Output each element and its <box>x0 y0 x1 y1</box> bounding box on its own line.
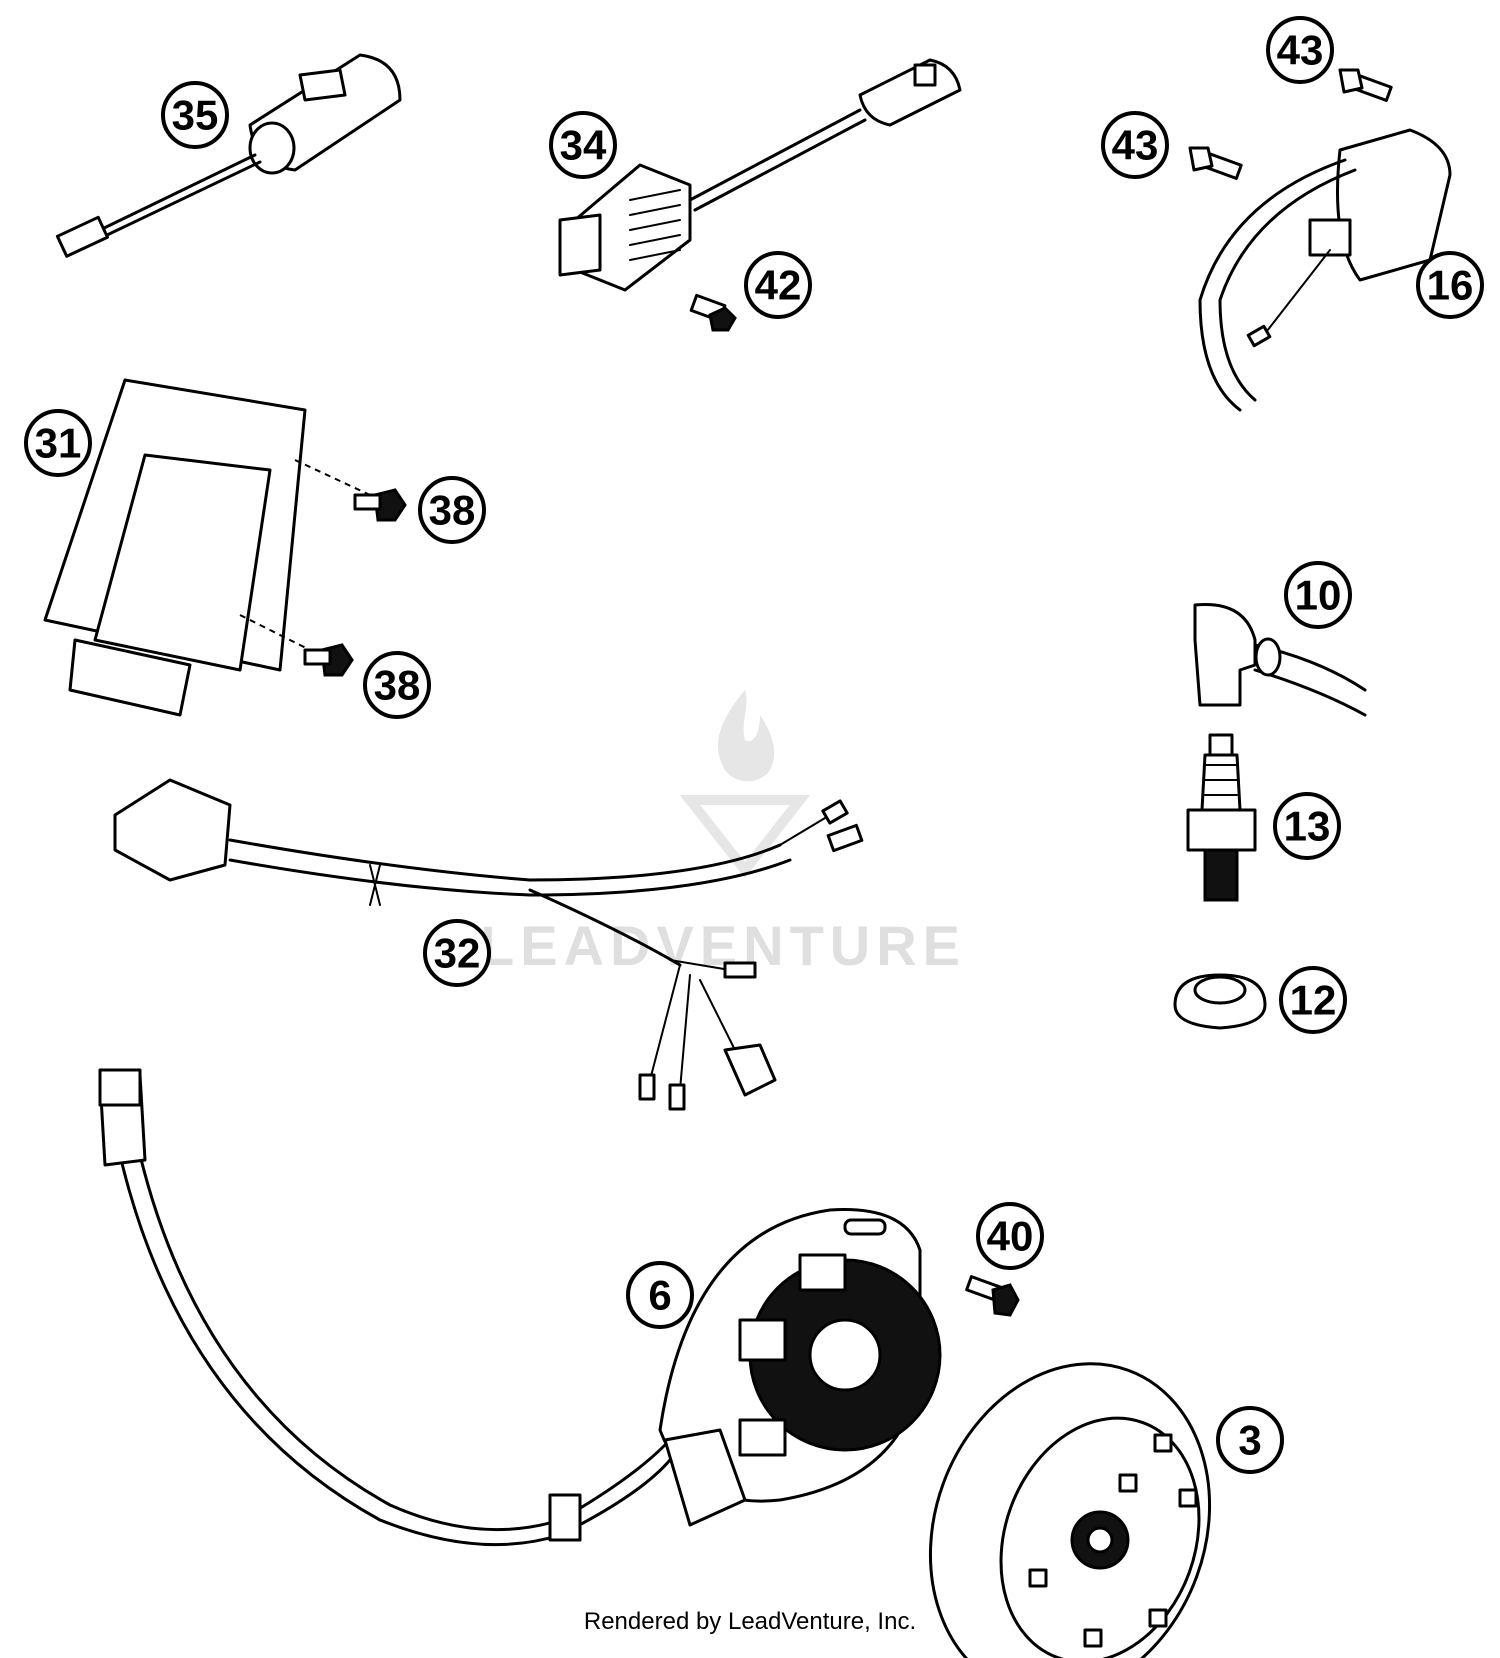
callout-6: 6 <box>626 1261 694 1329</box>
callout-12-label: 12 <box>1290 977 1337 1024</box>
part-10-spark-plug-cap <box>1193 602 1367 717</box>
part-16-ignition-coil <box>1198 128 1452 412</box>
callout-31: 31 <box>24 409 92 477</box>
callout-16: 16 <box>1416 251 1484 319</box>
callout-40: 40 <box>976 1202 1044 1270</box>
part-38-screw-lower <box>303 643 354 677</box>
part-34-regulator <box>558 58 962 292</box>
callout-3: 3 <box>1216 1406 1284 1474</box>
callout-42: 42 <box>744 251 812 319</box>
callout-43-upper-label: 43 <box>1277 27 1324 74</box>
v-logo-icon <box>679 795 811 879</box>
watermark: LEADVENTURE <box>480 690 966 977</box>
part-42-bolt <box>689 293 737 332</box>
callout-10: 10 <box>1284 561 1352 629</box>
part-32-wiring-harness <box>113 778 864 1111</box>
callout-35: 35 <box>161 81 229 149</box>
part-6-stator <box>658 1208 942 1527</box>
callout-35-label: 35 <box>172 92 219 139</box>
callout-38-lower-label: 38 <box>374 662 421 709</box>
part-12-washer <box>1173 973 1267 1030</box>
part-40-bolt <box>965 1275 1020 1317</box>
watermark-text: LEADVENTURE <box>480 914 966 977</box>
callout-43-upper: 43 <box>1266 16 1334 84</box>
callout-13-label: 13 <box>1284 803 1331 850</box>
callout-40-label: 40 <box>987 1213 1034 1260</box>
callout-12: 12 <box>1279 966 1347 1034</box>
part-35-condenser <box>55 53 402 258</box>
stator-cable <box>98 1068 672 1547</box>
callout-34-label: 34 <box>560 122 607 169</box>
callout-38-upper-label: 38 <box>429 487 476 534</box>
callout-13: 13 <box>1273 792 1341 860</box>
credit-text: Rendered by LeadVenture, Inc. <box>583 1608 917 1635</box>
callout-32: 32 <box>423 919 491 987</box>
part-43-bolt-lower <box>1188 146 1243 180</box>
callout-10-label: 10 <box>1295 572 1342 619</box>
callout-32-label: 32 <box>434 930 481 977</box>
part-31-cdi-box <box>43 378 371 717</box>
part-38-screw-upper <box>353 488 407 522</box>
callout-16-label: 16 <box>1427 262 1474 309</box>
callout-34: 34 <box>549 111 617 179</box>
part-43-bolt-upper <box>1338 68 1393 102</box>
callout-43-lower-label: 43 <box>1112 122 1159 169</box>
callout-31-label: 31 <box>35 420 82 467</box>
part-3-flywheel <box>928 1362 1212 1658</box>
callout-6-label: 6 <box>648 1272 671 1319</box>
callout-38-upper: 38 <box>418 476 486 544</box>
callout-43-lower: 43 <box>1101 111 1169 179</box>
callout-3-label: 3 <box>1238 1417 1261 1464</box>
callout-38-lower: 38 <box>363 651 431 719</box>
callout-42-label: 42 <box>755 262 802 309</box>
flame-icon <box>717 690 775 782</box>
part-13-spark-plug <box>1186 733 1257 902</box>
